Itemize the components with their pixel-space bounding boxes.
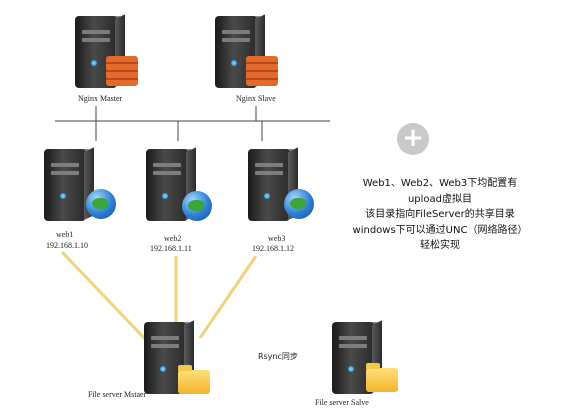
web1-node <box>40 145 120 230</box>
description-line: upload虚拟目 <box>407 193 473 205</box>
folder-icon <box>366 363 398 392</box>
rsync-label: Rsync同步 <box>258 352 298 361</box>
web2-node <box>142 145 222 230</box>
web3-node <box>244 145 324 230</box>
globe-icon <box>182 191 212 221</box>
nginx-slave-label: Nginx Slave <box>236 94 276 103</box>
firewall-icon <box>246 56 278 86</box>
file-server-master-node <box>140 318 220 398</box>
web2-name-label: web2 <box>164 234 182 243</box>
globe-icon <box>86 189 116 219</box>
web3-name-label: web3 <box>268 234 286 243</box>
description-line: 该目录指向FileServer的共享目录 <box>365 209 515 220</box>
web1-name-label: web1 <box>56 230 74 239</box>
folder-icon <box>178 365 210 394</box>
description-line: windows下可以通过UNC（网络路径） <box>352 224 528 236</box>
globe-icon <box>284 189 314 219</box>
web3-ip-label: 192.168.1.12 <box>252 244 294 253</box>
description-line: Web1、Web2、Web3下均配置有 <box>362 178 518 189</box>
file-server-slave-label: File server Salve <box>315 398 369 407</box>
file-server-slave-node <box>328 318 408 398</box>
description-text: Web1、Web2、Web3下均配置有 upload虚拟目 该目录指向FileS… <box>340 176 540 254</box>
plus-circle-icon[interactable]: + <box>397 123 429 155</box>
description-line: 轻松实现 <box>420 240 460 251</box>
firewall-icon <box>106 56 138 86</box>
nginx-master-node <box>70 12 150 112</box>
web2-ip-label: 192.168.1.11 <box>150 244 192 253</box>
file-server-master-label: File server Mstaer <box>88 390 147 399</box>
nginx-slave-node <box>210 12 290 112</box>
web3-to-file-line <box>198 255 258 339</box>
nginx-master-label: Nginx Master <box>78 94 123 103</box>
web1-ip-label: 192.168.1.10 <box>46 241 88 250</box>
web1-to-file-line <box>60 250 150 344</box>
